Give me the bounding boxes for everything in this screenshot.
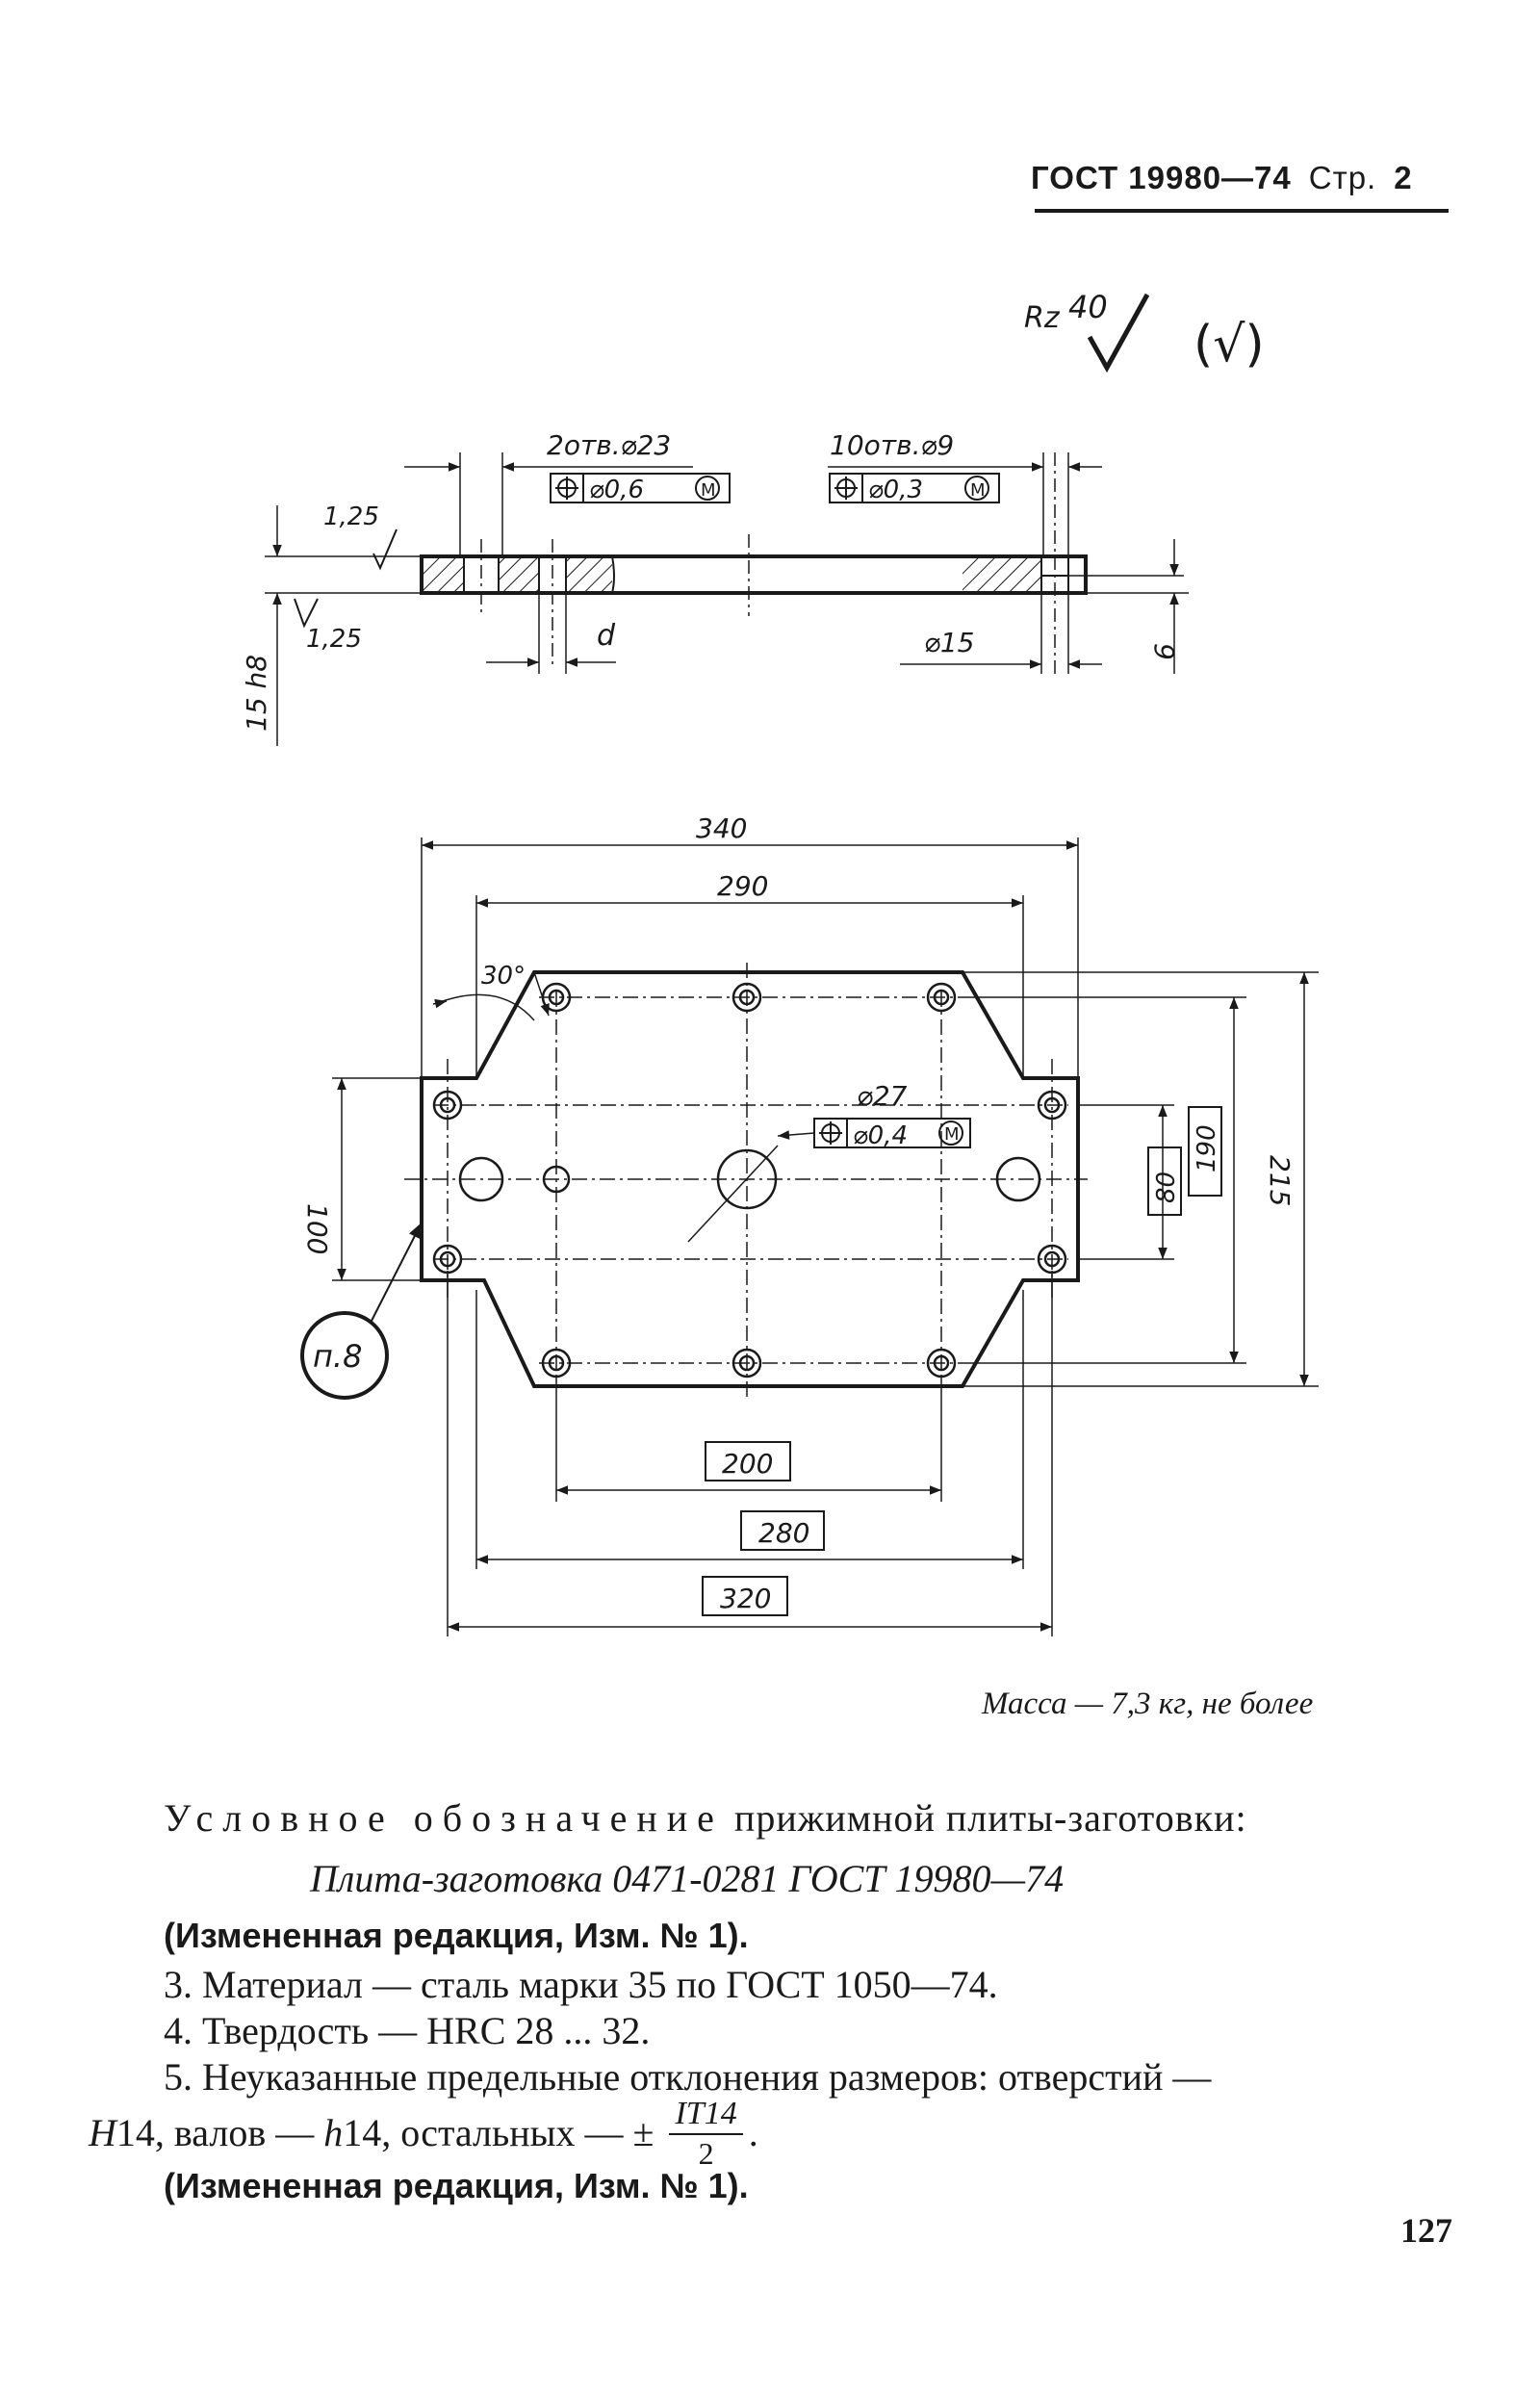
roughness-other: (√) bbox=[1194, 316, 1265, 374]
dim-290: 290 bbox=[717, 870, 768, 902]
revision-note: (Измененная редакция, Изм. № 1). bbox=[164, 1916, 749, 1955]
plan-dimensions bbox=[300, 837, 1319, 1636]
counterbore-hole bbox=[732, 982, 762, 1013]
hatch-area-2 bbox=[499, 558, 539, 591]
designation-label-spaced: Условное обозначение bbox=[164, 1796, 724, 1840]
plan-view bbox=[404, 963, 1088, 1401]
standard-number: ГОСТ 19980—74 bbox=[1031, 160, 1292, 195]
dim-200: 200 bbox=[722, 1448, 773, 1480]
dim-280: 280 bbox=[758, 1517, 809, 1549]
hole-center bbox=[716, 1148, 778, 1210]
tol-h-letter: H bbox=[89, 2111, 116, 2155]
box-190 bbox=[1188, 1106, 1222, 1197]
note-4: 4. Твердость — HRC 28 ... 32. bbox=[164, 2009, 651, 2052]
plan-labels: 340 290 30° ⌀27 ⌀0,4 M 100 80 190 215 20… bbox=[301, 812, 1296, 1614]
section-view bbox=[265, 452, 1189, 746]
modifier-left: M bbox=[701, 480, 716, 501]
page-number: 127 bbox=[1400, 2211, 1452, 2250]
dim-340: 340 bbox=[696, 812, 747, 844]
modifier-right: M bbox=[970, 480, 986, 501]
box-320 bbox=[702, 1576, 788, 1616]
holes bbox=[432, 982, 1067, 1378]
page-index: 2 bbox=[1394, 160, 1413, 195]
tol-rest: 14, остальных — ± bbox=[343, 2111, 654, 2155]
tol-hs-letter: h bbox=[323, 2111, 344, 2155]
dim-190: 190 bbox=[1193, 1124, 1221, 1172]
page-header: ГОСТ 19980—74 Стр. 2 bbox=[1031, 160, 1413, 196]
roughness-symbol: Rz 40 (√) bbox=[1024, 289, 1265, 374]
rz-label: Rz bbox=[1024, 301, 1061, 335]
technical-drawing: Rz 40 (√) bbox=[241, 289, 1319, 1636]
designation-label-rest: прижимной плиты-заготовки: bbox=[733, 1796, 1247, 1840]
box-80 bbox=[1147, 1146, 1182, 1216]
header-rule bbox=[1035, 209, 1449, 213]
position-tol-left: ⌀0,6 bbox=[589, 476, 644, 504]
hatch-area-right bbox=[962, 558, 1041, 591]
hatch-area-3 bbox=[566, 558, 612, 591]
counterbore-hole bbox=[1037, 1090, 1067, 1121]
hatch-area-left bbox=[424, 558, 464, 591]
counterbore-hole bbox=[432, 1090, 463, 1121]
plate-section bbox=[420, 554, 1088, 595]
rz-value: 40 bbox=[1068, 289, 1108, 325]
tolerance-frame-right bbox=[829, 473, 1000, 503]
counterbore-hole bbox=[926, 982, 957, 1013]
note-5-tolerances: H14, валов — h14, остальных — ± IT14 2 . bbox=[89, 2096, 758, 2171]
counterbore-hole bbox=[732, 1348, 762, 1378]
center-tol: ⌀0,4 bbox=[853, 1121, 908, 1150]
revision-note-2: (Измененная редакция, Изм. № 1). bbox=[164, 2166, 749, 2205]
depth-label: 9 bbox=[1148, 643, 1180, 660]
tolerance-fraction: IT14 2 bbox=[669, 2095, 743, 2172]
thickness-label: 15 h8 bbox=[241, 655, 272, 732]
designation-value: Плита-заготовка 0471-0281 ГОСТ 19980—74 bbox=[310, 1857, 1065, 1900]
tol-h-text: 14, валов — bbox=[116, 2111, 324, 2155]
fraction-denominator: 2 bbox=[698, 2136, 714, 2171]
box-200 bbox=[705, 1441, 791, 1481]
dim-320: 320 bbox=[720, 1583, 771, 1614]
d-label: d bbox=[597, 619, 616, 653]
dim-angle: 30° bbox=[481, 962, 526, 991]
note-5: 5. Неуказанные предельные отклонения раз… bbox=[164, 2055, 1212, 2099]
modifier-center: M bbox=[944, 1124, 960, 1145]
note-3: 3. Материал — сталь марки 35 по ГОСТ 105… bbox=[164, 1963, 998, 2006]
fraction-numerator: IT14 bbox=[669, 2095, 743, 2135]
holes-right-label: 10отв.⌀9 bbox=[830, 429, 954, 461]
hole-23-left bbox=[458, 1156, 504, 1202]
hole-d bbox=[542, 1165, 571, 1194]
designation-label: Условное обозначение прижимной плиты-заг… bbox=[164, 1795, 1247, 1841]
chamfer-top-label: 1,25 bbox=[323, 502, 379, 531]
position-tol-right: ⌀0,3 bbox=[868, 476, 923, 504]
mass-note: Масса — 7,3 кг, не более bbox=[982, 1687, 1314, 1721]
page-label: Стр. bbox=[1308, 160, 1377, 195]
dim-80: 80 bbox=[1152, 1172, 1181, 1203]
dim-100: 100 bbox=[301, 1203, 333, 1254]
dim-center-hole: ⌀27 bbox=[857, 1080, 908, 1112]
chamfer-bottom-label: 1,25 bbox=[306, 625, 362, 654]
holes-left-label: 2отв.⌀23 bbox=[547, 429, 671, 461]
checkmark-icon bbox=[1087, 293, 1150, 374]
counterbore-label: ⌀15 bbox=[924, 627, 975, 658]
tolerance-frame-left bbox=[550, 473, 731, 503]
note-callout bbox=[300, 1311, 389, 1400]
hole-23-right bbox=[995, 1156, 1041, 1202]
box-280 bbox=[740, 1510, 825, 1551]
section-labels: 2отв.⌀23 ⌀0,6 M 10отв.⌀9 ⌀0,3 M 1,25 1,2… bbox=[241, 429, 1180, 732]
dim-215: 215 bbox=[1264, 1155, 1296, 1206]
note-ref: п.8 bbox=[313, 1338, 362, 1375]
